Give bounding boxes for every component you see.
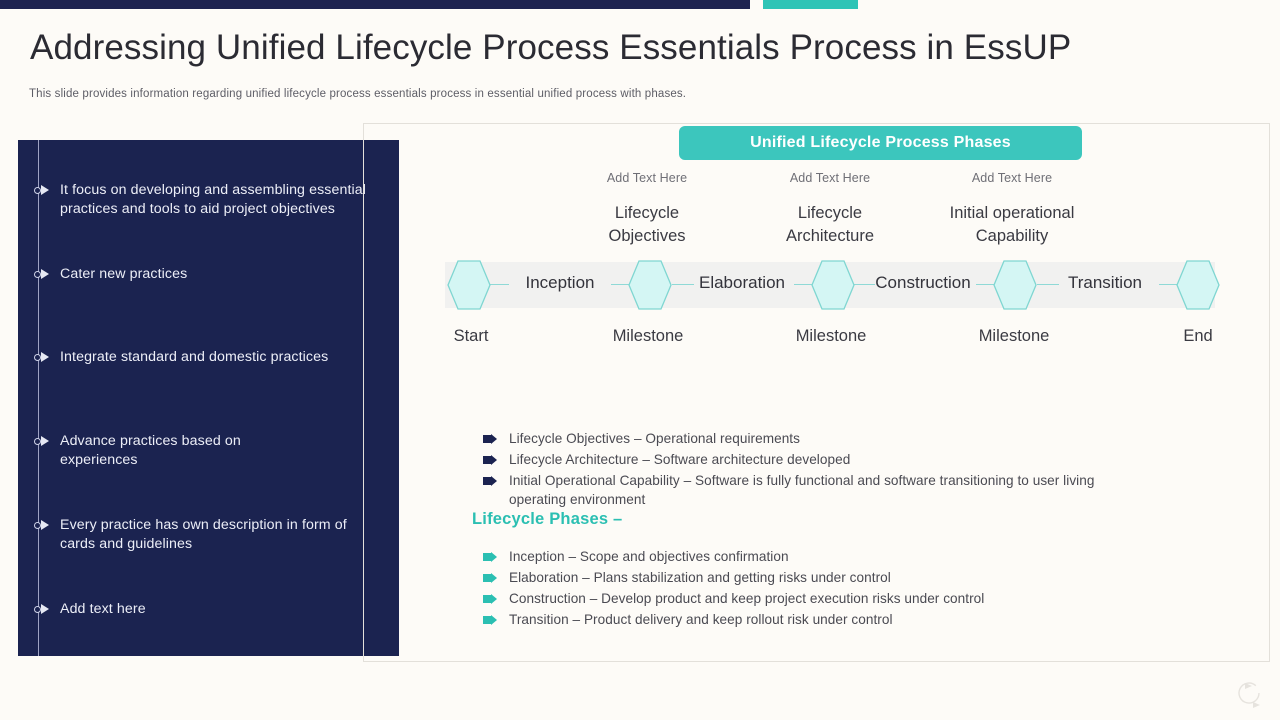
rotate-icon xyxy=(1232,676,1266,710)
sidebar-item-1[interactable]: Cater new practices xyxy=(34,265,394,284)
milestone-name: Initial operational Capability xyxy=(949,204,1075,245)
arrow-bullet-icon xyxy=(483,453,498,469)
top-accent-bar-navy xyxy=(0,0,750,9)
list-item-text: Elaboration – Plans stabilization and ge… xyxy=(509,570,891,585)
timeline-hexagon-milestone-1 xyxy=(628,260,672,310)
sidebar-item-label: Advance practices based on experiences xyxy=(60,433,241,468)
sidebar-item-label: Every practice has own description in fo… xyxy=(60,517,347,552)
timeline-connector xyxy=(794,284,816,285)
sidebar-item-label: Add text here xyxy=(60,601,146,617)
timeline-tick-milestone-1: Milestone xyxy=(612,327,684,345)
sidebar-panel xyxy=(18,140,399,656)
milestone-bullet-list: Lifecycle Objectives – Operational requi… xyxy=(483,429,1123,511)
arrow-bullet-icon xyxy=(483,592,498,608)
timeline-tick-end: End xyxy=(1183,327,1213,345)
list-item: Lifecycle Architecture – Software archit… xyxy=(483,450,1123,469)
milestone-add-text: Add Text Here xyxy=(606,171,688,185)
list-item: Construction – Develop product and keep … xyxy=(483,589,1123,608)
timeline-connector xyxy=(672,284,694,285)
sidebar-item-0[interactable]: It focus on developing and assembling es… xyxy=(34,181,394,219)
phases-bullet-list: Inception – Scope and objectives confirm… xyxy=(483,547,1123,631)
list-item-text: Initial Operational Capability – Softwar… xyxy=(509,473,1095,507)
list-item: Inception – Scope and objectives confirm… xyxy=(483,547,1123,566)
page-title: Addressing Unified Lifecycle Process Ess… xyxy=(30,28,1072,67)
page-subtitle: This slide provides information regardin… xyxy=(29,88,687,100)
sidebar-item-label: It focus on developing and assembling es… xyxy=(60,182,366,217)
timeline-phase-inception: Inception xyxy=(525,273,595,292)
list-item-text: Construction – Develop product and keep … xyxy=(509,591,985,606)
timeline-hexagon-end xyxy=(1176,260,1220,310)
timeline-hexagon-start xyxy=(447,260,491,310)
timeline-tick-start: Start xyxy=(453,327,489,345)
section-heading-lifecycle-phases: Lifecycle Phases – xyxy=(472,510,623,528)
top-accent-bar-teal xyxy=(763,0,858,9)
timeline-connector xyxy=(853,284,875,285)
timeline-connector xyxy=(611,284,633,285)
chevron-right-icon xyxy=(34,433,52,450)
timeline-phase-construction: Construction xyxy=(875,273,971,292)
milestone-name: Lifecycle Architecture xyxy=(785,204,875,245)
chevron-right-icon xyxy=(34,517,52,534)
timeline-tick-milestone-3: Milestone xyxy=(978,327,1050,345)
list-item: Elaboration – Plans stabilization and ge… xyxy=(483,568,1123,587)
chevron-right-icon xyxy=(34,349,52,366)
sidebar-item-5[interactable]: Add text here xyxy=(34,600,394,619)
arrow-bullet-icon xyxy=(483,432,498,448)
arrow-bullet-icon xyxy=(483,571,498,587)
banner-label: Unified Lifecycle Process Phases xyxy=(750,134,1011,151)
timeline-hexagon-milestone-3 xyxy=(993,260,1037,310)
list-item-text: Lifecycle Architecture – Software archit… xyxy=(509,452,851,467)
timeline-phase-elaboration: Elaboration xyxy=(698,273,785,292)
sidebar-item-label: Integrate standard and domestic practice… xyxy=(60,349,329,365)
list-item-text: Transition – Product delivery and keep r… xyxy=(509,612,893,627)
sidebar-item-3[interactable]: Advance practices based on experiences xyxy=(34,432,394,470)
chevron-right-icon xyxy=(34,182,52,199)
list-item-text: Inception – Scope and objectives confirm… xyxy=(509,549,789,564)
milestone-add-text: Add Text Here xyxy=(789,171,871,185)
timeline-tick-milestone-2: Milestone xyxy=(795,327,867,345)
chevron-right-icon xyxy=(34,266,52,283)
timeline-connector xyxy=(976,284,998,285)
list-item-text: Lifecycle Objectives – Operational requi… xyxy=(509,431,800,446)
timeline-connector xyxy=(1159,284,1181,285)
timeline-hexagon-milestone-2 xyxy=(811,260,855,310)
timeline-connector xyxy=(1037,284,1059,285)
list-item: Transition – Product delivery and keep r… xyxy=(483,610,1123,629)
milestone-name: Lifecycle Objectives xyxy=(608,204,686,245)
list-item: Lifecycle Objectives – Operational requi… xyxy=(483,429,1123,448)
milestone-heading-1: Add Text Here Lifecycle Architecture xyxy=(744,171,916,248)
milestone-add-text: Add Text Here xyxy=(971,171,1053,185)
banner-unified-lifecycle-process-phases: Unified Lifecycle Process Phases xyxy=(679,126,1082,160)
chevron-right-icon xyxy=(34,601,52,618)
arrow-bullet-icon xyxy=(483,613,498,629)
sidebar-item-label: Cater new practices xyxy=(60,266,188,282)
sidebar-item-4[interactable]: Every practice has own description in fo… xyxy=(34,516,394,554)
arrow-bullet-icon xyxy=(483,474,498,490)
sidebar-item-2[interactable]: Integrate standard and domestic practice… xyxy=(34,348,394,367)
list-item: Initial Operational Capability – Softwar… xyxy=(483,471,1123,509)
milestone-heading-2: Add Text Here Initial operational Capabi… xyxy=(926,171,1098,248)
content-panel xyxy=(363,123,1270,662)
arrow-bullet-icon xyxy=(483,550,498,566)
timeline-phase-transition: Transition xyxy=(1067,273,1142,292)
sidebar-vertical-rail xyxy=(38,140,39,656)
milestone-heading-0: Add Text Here Lifecycle Objectives xyxy=(561,171,733,248)
timeline-connector xyxy=(487,284,509,285)
